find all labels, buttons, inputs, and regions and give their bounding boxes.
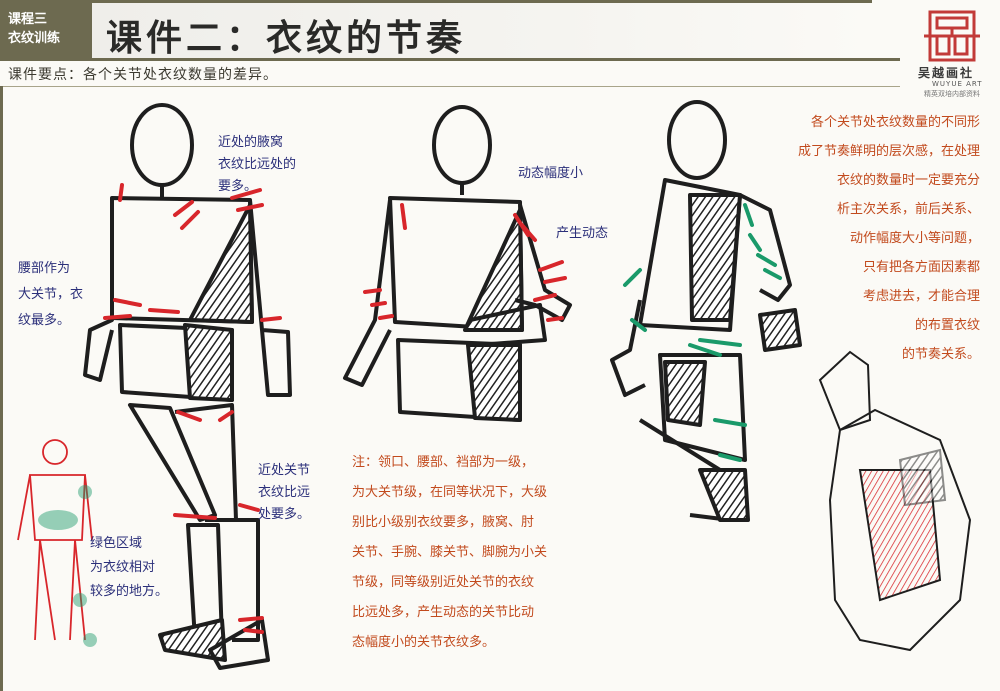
course-tag: 课程三 衣纹训练 — [0, 0, 92, 58]
small-figure-green — [38, 485, 97, 647]
figure-2-head — [432, 105, 492, 185]
knee-note: 近处关节 衣纹比远 处要多。 — [258, 463, 311, 522]
green-area-note: 绿色区域 为衣纹相对 较多的地方。 — [90, 536, 169, 599]
waist-note: 腰部作为 大关节，衣 纹最多。 — [18, 261, 84, 328]
main-note: 注：领口、腰部、裆部为一级， 为大关节级，在同等状况下，大级 别比小级别衣纹要多… — [352, 455, 548, 650]
course-line-2: 衣纹训练 — [8, 31, 61, 46]
cloth-sketch — [818, 350, 972, 652]
brand-logo — [924, 10, 980, 62]
figure-2-red-marks — [363, 203, 567, 322]
figure-1 — [83, 103, 292, 670]
subtitle: 课件要点：各个关节处衣纹数量的差异。 — [8, 67, 278, 83]
page-title: 课件二：衣纹的节奏 — [106, 18, 467, 59]
title-block: 课件二：衣纹的节奏 — [92, 0, 872, 59]
right-note: 各个关节处衣纹数量的不同形 成了节奏鲜明的层次感，在处理 衣纹的数量时一定要充分… — [797, 115, 980, 362]
brand-note: 精英双培内部资料 — [924, 90, 980, 98]
figure-1-red-marks — [103, 183, 282, 634]
figure-3 — [610, 100, 802, 522]
brand-name: 吴越画社 — [918, 66, 975, 80]
figure-1-head — [130, 103, 194, 187]
subtitle-row: 课件要点：各个关节处衣纹数量的差异。 — [0, 62, 900, 87]
left-rule — [0, 86, 3, 691]
figure-2 — [343, 105, 572, 422]
course-line-1: 课程三 — [8, 12, 48, 27]
small-motion-note: 动态幅度小 — [518, 166, 584, 181]
figure-3-green-marks — [623, 203, 782, 462]
figure-3-head — [667, 100, 727, 180]
motion-note: 产生动态 — [556, 226, 609, 241]
armpit-note: 近处的腋窝 衣纹比远处的 要多。 — [218, 135, 297, 194]
title-underline — [0, 58, 900, 61]
small-figure — [17, 439, 93, 641]
brand-english: WUYUE ART — [932, 80, 983, 88]
